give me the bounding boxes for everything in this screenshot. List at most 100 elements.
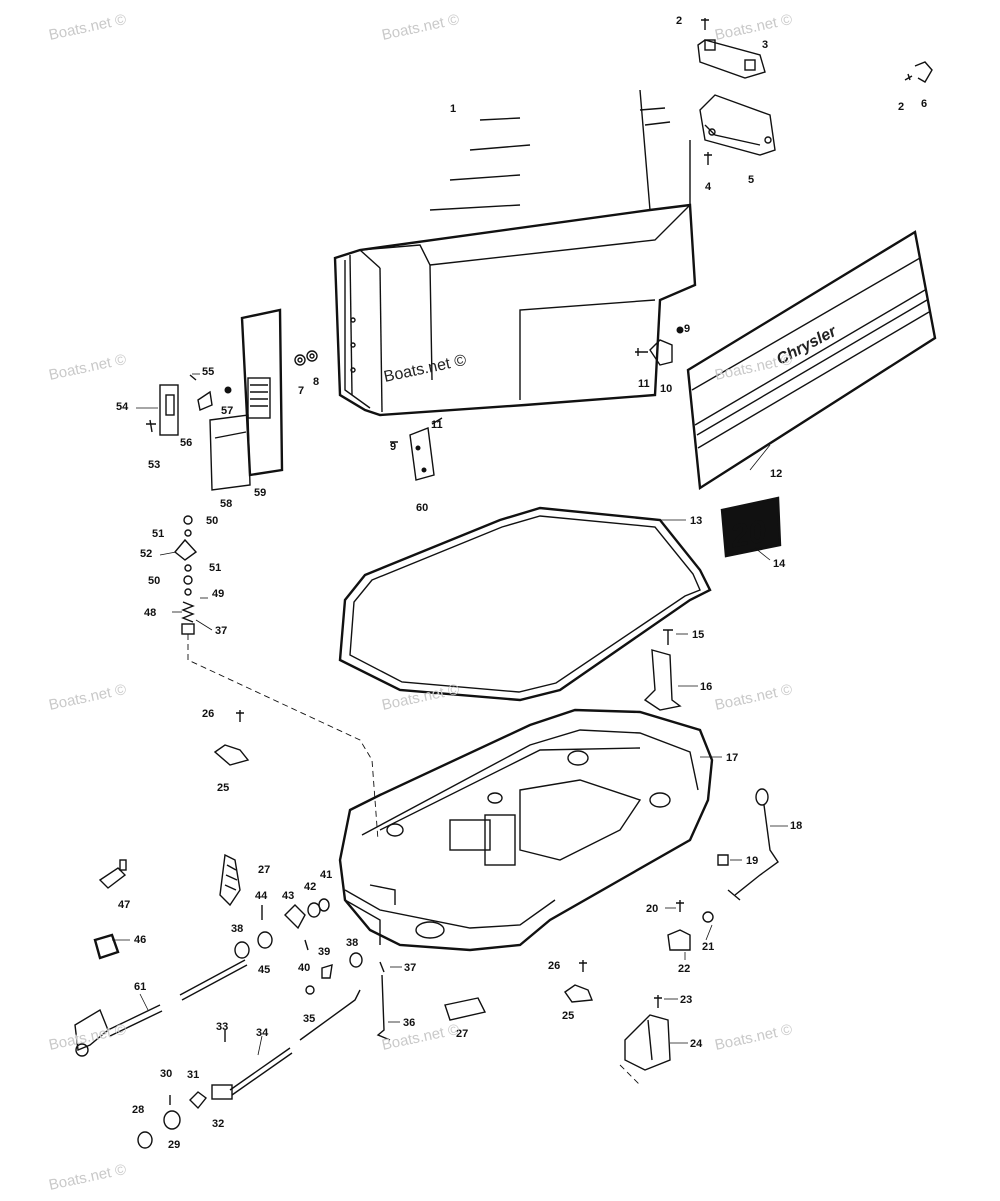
callout-45: 45 — [258, 964, 270, 976]
callout-39: 39 — [318, 946, 330, 958]
motor-hood — [333, 89, 697, 417]
bracket-3 — [697, 18, 766, 79]
callout-60: 60 — [416, 502, 428, 514]
fitting-47 — [98, 859, 127, 889]
watermark: Boats.net © — [47, 681, 127, 714]
callout-55: 55 — [202, 366, 214, 378]
callout-41: 41 — [320, 869, 332, 881]
assembly-guide-lines — [187, 634, 641, 1086]
callout-17: 17 — [726, 752, 738, 764]
callout-35: 35 — [303, 1013, 315, 1025]
callout-47: 47 — [118, 899, 130, 911]
callout-9: 9 — [684, 323, 690, 335]
callout-14: 14 — [773, 558, 786, 570]
callout-25b: 25 — [562, 1010, 574, 1022]
callout-10: 10 — [660, 383, 672, 395]
callout-49: 49 — [212, 588, 224, 600]
watermark: Boats.net © — [713, 11, 793, 44]
callout-8: 8 — [313, 376, 319, 388]
callout-61: 61 — [134, 981, 146, 993]
bracket-10 — [635, 326, 684, 366]
callout-51: 51 — [152, 528, 164, 540]
watermark: Boats.net © — [47, 351, 127, 384]
nuts-7-8 — [294, 350, 318, 366]
callout-31: 31 — [187, 1069, 199, 1081]
callout-12: 12 — [770, 468, 782, 480]
callout-27b: 27 — [456, 1028, 468, 1040]
callout-56: 56 — [180, 437, 192, 449]
callout-38b: 38 — [346, 937, 358, 949]
callout-21: 21 — [702, 941, 714, 953]
callout-16: 16 — [700, 681, 712, 693]
callout-32: 32 — [212, 1118, 224, 1130]
callout-18: 18 — [790, 820, 802, 832]
model-decal-number: 20 — [727, 512, 769, 554]
shift-lever-61 — [74, 959, 248, 1057]
watermark: Boats.net © — [713, 681, 793, 714]
callout-9b: 9 — [390, 441, 396, 453]
callout-labels: 1 2 3 2 6 4 5 7 8 9 11 10 12 55 54 57 56… — [116, 15, 927, 1151]
callout-59: 59 — [254, 487, 266, 499]
model-decal-14: 20 — [720, 496, 782, 558]
callout-29: 29 — [168, 1139, 180, 1151]
watermark: Boats.net © — [47, 1161, 127, 1194]
callout-51b: 51 — [209, 562, 221, 574]
bracket-60 — [390, 417, 443, 481]
callout-5: 5 — [748, 174, 754, 186]
callout-34: 34 — [256, 1027, 269, 1039]
callout-7: 7 — [298, 385, 304, 397]
clamp-22 — [667, 900, 714, 951]
callout-48: 48 — [144, 607, 156, 619]
callout-4: 4 — [705, 181, 712, 193]
callout-13: 13 — [690, 515, 702, 527]
callout-20: 20 — [646, 903, 658, 915]
callout-57: 57 — [221, 405, 233, 417]
callout-44: 44 — [255, 890, 268, 902]
bracket-24 — [624, 995, 671, 1071]
callout-11b: 11 — [431, 419, 443, 431]
callout-36: 36 — [403, 1017, 415, 1029]
watermark: Boats.net © — [380, 1021, 460, 1054]
watermark: Boats.net © — [380, 11, 460, 44]
clamp-25-upper — [213, 710, 250, 766]
callout-23: 23 — [680, 994, 692, 1006]
callout-26b: 26 — [548, 960, 560, 972]
bracket-16 — [643, 629, 682, 711]
callout-22: 22 — [678, 963, 690, 975]
cable-18 — [717, 788, 779, 901]
center-watermark: Boats.net © — [382, 352, 468, 386]
callout-6: 6 — [921, 98, 927, 110]
callout-25: 25 — [217, 782, 229, 794]
grommet-27 — [219, 853, 487, 1021]
sleeve-46 — [93, 933, 120, 960]
watermarks: Boats.net © Boats.net © Boats.net © Boat… — [47, 11, 793, 1194]
latch-54 — [146, 374, 232, 436]
callout-11: 11 — [638, 378, 650, 390]
callout-24: 24 — [690, 1038, 703, 1050]
callout-27: 27 — [258, 864, 270, 876]
callout-43: 43 — [282, 890, 294, 902]
chrysler-decal: Chrysler — [686, 230, 937, 491]
callout-38: 38 — [231, 923, 243, 935]
callout-15: 15 — [692, 629, 704, 641]
leader-lines — [112, 373, 788, 1056]
callout-19: 19 — [746, 855, 758, 867]
callout-53: 53 — [148, 459, 160, 471]
watermark: Boats.net © — [713, 1021, 793, 1054]
callout-58: 58 — [220, 498, 232, 510]
watermark: Boats.net © — [47, 11, 127, 44]
seal-13 — [338, 506, 712, 702]
lower-motor-pan — [338, 708, 714, 952]
screw-2-clip-6 — [904, 61, 933, 83]
fastener-stack-48-52 — [174, 515, 198, 635]
callout-52: 52 — [140, 548, 152, 560]
callout-26: 26 — [202, 708, 214, 720]
callout-28: 28 — [132, 1104, 144, 1116]
callout-2: 2 — [676, 15, 682, 27]
panel-58-59 — [209, 308, 284, 491]
callout-46: 46 — [134, 934, 146, 946]
bracket-5 — [699, 94, 776, 165]
callout-2: 2 — [898, 101, 904, 113]
